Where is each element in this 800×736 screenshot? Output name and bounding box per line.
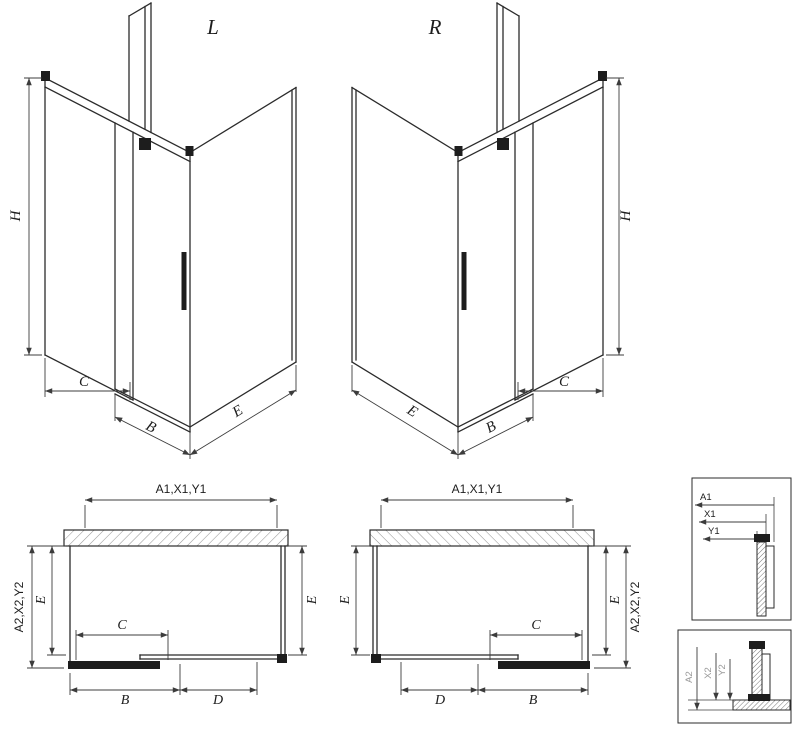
dim-label-depth-outer-plan-right: A2,X2,Y2 bbox=[628, 581, 642, 632]
dim-label-e-far-plan-right: E bbox=[338, 595, 353, 605]
plan-geometry-right bbox=[351, 500, 631, 695]
glass-section bbox=[756, 541, 767, 617]
dim-label-c-plan-left: C bbox=[117, 618, 127, 633]
dim-label-b-right: B bbox=[483, 418, 498, 436]
plan-geometry-left bbox=[27, 500, 307, 695]
detail-dim-x2: X2 bbox=[703, 667, 714, 679]
wall-profile-section bbox=[765, 545, 775, 609]
plan-right-view: A1,X1,Y1 A2,X2,Y2 E E C B D bbox=[338, 482, 642, 708]
glass-section-horizontal bbox=[732, 699, 791, 711]
dim-label-d-plan-left: D bbox=[212, 693, 223, 708]
dim-label-c-right: C bbox=[559, 374, 570, 390]
dim-label-e-left: E bbox=[229, 402, 246, 421]
dim-label-depth-outer-plan-left: A2,X2,Y2 bbox=[12, 581, 26, 632]
dim-label-e-right: E bbox=[403, 402, 420, 421]
dim-label-b-left: B bbox=[143, 418, 158, 436]
profile-cap bbox=[749, 641, 765, 649]
dim-label-e-inner-plan-right: E bbox=[608, 595, 623, 605]
dim-label-width-plan-left: A1,X1,Y1 bbox=[156, 482, 207, 496]
iso-right-view: R H C B E bbox=[352, 3, 634, 459]
variant-label-left: L bbox=[206, 15, 219, 39]
dim-label-width-plan-right: A1,X1,Y1 bbox=[452, 482, 503, 496]
dim-label-e-far-plan-left: E bbox=[305, 595, 320, 605]
dim-label-b-plan-right: B bbox=[529, 693, 538, 708]
profile-bracket bbox=[754, 534, 770, 542]
wall-profile-detail-top: A1 X1 Y1 bbox=[691, 477, 792, 621]
detail-dim-y1: Y1 bbox=[708, 526, 720, 537]
corner-connector bbox=[748, 694, 770, 701]
corner-profile-detail-bottom: A2 X2 Y2 bbox=[677, 629, 792, 724]
glass-section-vertical bbox=[751, 647, 763, 701]
dim-label-b-plan-left: B bbox=[121, 693, 130, 708]
dim-label-d-plan-right: D bbox=[434, 693, 445, 708]
dim-label-c-left: C bbox=[79, 374, 90, 390]
detail-dim-a2: A2 bbox=[684, 671, 695, 683]
plan-left-view: A1,X1,Y1 A2,X2,Y2 E E C B D bbox=[12, 482, 320, 708]
enclosure-geometry-right bbox=[352, 3, 624, 459]
variant-label-right: R bbox=[428, 15, 442, 39]
iso-left-view: L H C B E bbox=[8, 3, 296, 459]
dim-label-c-plan-right: C bbox=[531, 618, 541, 633]
detail-dim-y2: Y2 bbox=[717, 664, 728, 676]
detail-dim-x1: X1 bbox=[704, 509, 716, 520]
detail-dim-a1: A1 bbox=[700, 492, 712, 503]
enclosure-geometry-left bbox=[24, 3, 296, 459]
dim-label-height-left: H bbox=[8, 209, 24, 222]
corner-profile-section bbox=[761, 653, 771, 701]
dim-label-e-inner-plan-left: E bbox=[34, 595, 49, 605]
dim-label-height-right: H bbox=[618, 209, 634, 222]
